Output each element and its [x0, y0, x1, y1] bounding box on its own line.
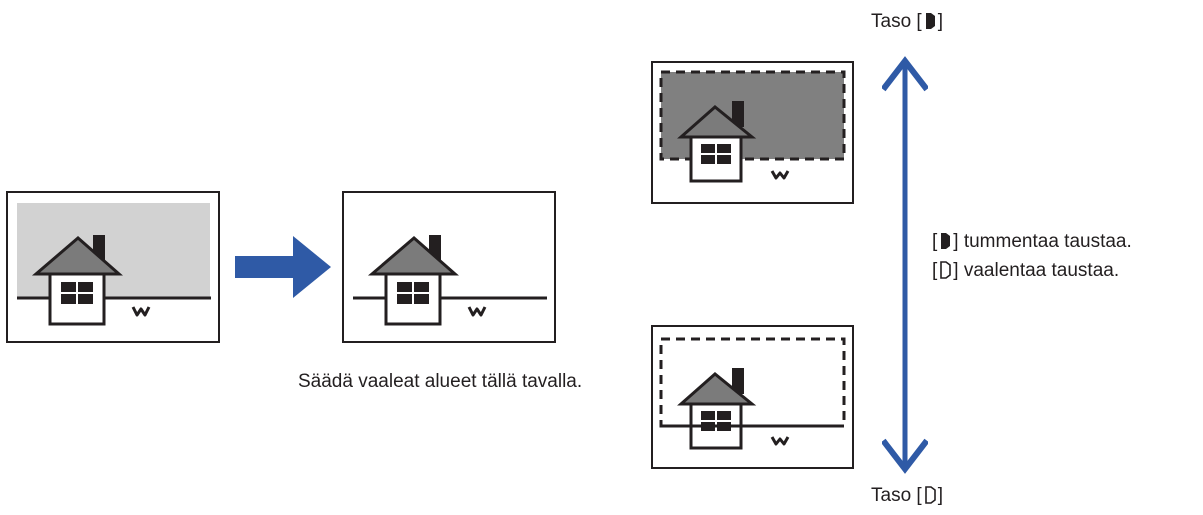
level-light-label: Taso [] [871, 483, 943, 508]
level-dark-label: Taso [] [871, 9, 943, 34]
vertical-double-arrow-icon [882, 55, 928, 475]
level-notes: [] tummentaa taustaa. [] vaalentaa taust… [932, 227, 1132, 285]
house-illustration-light [653, 327, 852, 467]
light-level-icon [939, 261, 951, 279]
dark-level-icon [939, 232, 951, 250]
house-illustration-adjusted [344, 193, 554, 341]
light-level-image-frame [651, 325, 854, 469]
house-illustration-original [8, 193, 218, 341]
dark-level-image-frame [651, 61, 854, 204]
light-gray-background [17, 203, 210, 299]
house-illustration-dark [653, 63, 852, 202]
right-arrow-icon [235, 236, 331, 298]
adjusted-image-frame [342, 191, 556, 343]
light-level-icon [924, 486, 936, 504]
note-darken: [] tummentaa taustaa. [932, 227, 1132, 256]
note-lighten: [] vaalentaa taustaa. [932, 256, 1132, 285]
dark-level-icon [924, 12, 936, 30]
adjustment-caption: Säädä vaaleat alueet tällä tavalla. [298, 367, 618, 396]
dark-gray-background [661, 72, 844, 159]
original-image-frame [6, 191, 220, 343]
